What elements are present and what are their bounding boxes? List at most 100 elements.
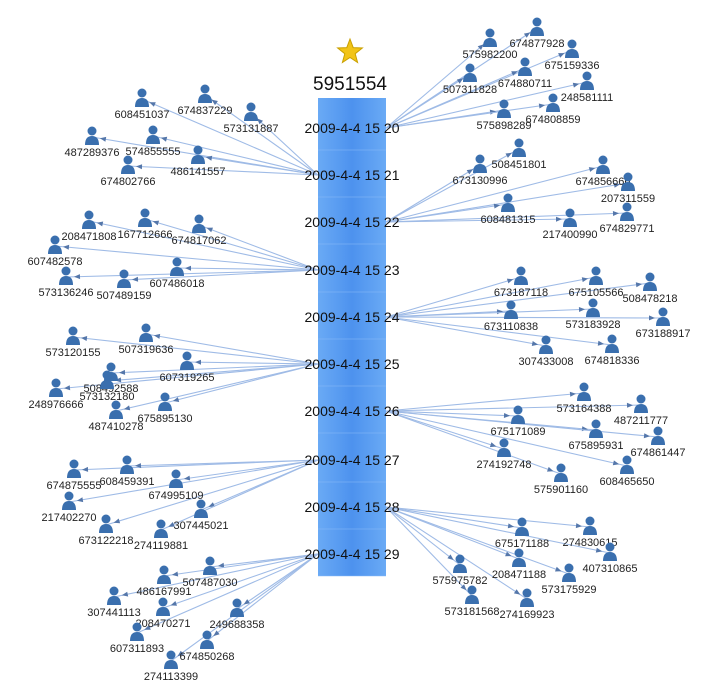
user-node[interactable]: 607482578 xyxy=(27,235,83,269)
user-node[interactable]: 208471808 xyxy=(61,210,117,244)
user-node[interactable]: 248976666 xyxy=(28,378,84,412)
user-node[interactable]: 675895931 xyxy=(568,419,624,453)
user-node[interactable]: 675171188 xyxy=(495,517,549,551)
user-node[interactable]: 674808859 xyxy=(525,93,581,127)
edge-arrow xyxy=(171,571,179,577)
user-node[interactable]: 573175929 xyxy=(541,563,597,597)
user-node[interactable]: 507319636 xyxy=(118,323,174,357)
edges-layer xyxy=(54,27,664,662)
user-node[interactable]: 217402270 xyxy=(41,491,97,525)
user-node[interactable]: 673187118 xyxy=(494,266,548,300)
user-node[interactable]: 674818336 xyxy=(584,334,640,368)
edge-arrow xyxy=(217,562,225,568)
user-node[interactable]: 674995109 xyxy=(148,469,204,503)
user-node[interactable]: 508451801 xyxy=(491,138,547,172)
user-id-label: 607486018 xyxy=(149,278,204,290)
retweet-edge xyxy=(385,282,651,318)
edge-arrow xyxy=(612,211,619,216)
edge-arrow xyxy=(572,82,580,88)
user-node[interactable]: 674850268 xyxy=(179,630,235,664)
user-node[interactable]: 675105566 xyxy=(568,266,624,300)
user-node[interactable]: 486167991 xyxy=(136,565,192,599)
user-node[interactable]: 573181568 xyxy=(444,585,500,619)
retweet-edge xyxy=(385,392,585,412)
user-node[interactable]: 674861447 xyxy=(630,426,686,460)
user-node[interactable]: 274169923 xyxy=(499,588,555,622)
user-node[interactable]: 307445021 xyxy=(173,499,229,533)
user-node[interactable]: 675171089 xyxy=(490,405,546,439)
user-node[interactable]: 167712666 xyxy=(117,208,173,242)
user-node[interactable]: 674829771 xyxy=(599,202,655,236)
person-icon xyxy=(603,542,617,561)
user-node[interactable]: 573132180 xyxy=(79,370,135,404)
edge-arrow xyxy=(135,463,142,469)
user-node[interactable]: 249688358 xyxy=(209,598,265,632)
user-node[interactable]: 674817062 xyxy=(171,214,227,248)
user-node[interactable]: 274119881 xyxy=(134,519,188,553)
user-node[interactable]: 573136246 xyxy=(38,266,94,300)
user-node[interactable]: 675895130 xyxy=(137,392,193,426)
user-node[interactable]: 487211777 xyxy=(614,394,668,428)
user-node[interactable]: 507487030 xyxy=(182,556,238,590)
root-post-id: 5951554 xyxy=(313,74,387,95)
user-node[interactable]: 608459391 xyxy=(99,455,155,489)
person-icon xyxy=(546,93,560,112)
user-node[interactable]: 208470271 xyxy=(135,597,191,631)
user-node[interactable]: 673122218 xyxy=(78,514,134,548)
user-node[interactable]: 573183928 xyxy=(565,298,621,332)
user-node[interactable]: 674802766 xyxy=(100,155,156,189)
edge-arrow xyxy=(513,589,521,595)
user-node[interactable]: 674880711 xyxy=(498,57,552,91)
user-node[interactable]: 508478218 xyxy=(622,272,678,306)
edge-arrow xyxy=(581,277,589,283)
user-node[interactable]: 207311559 xyxy=(601,172,655,206)
retweet-edge xyxy=(385,506,528,600)
user-node[interactable]: 248581111 xyxy=(561,71,614,105)
user-node[interactable]: 575982200 xyxy=(462,28,518,62)
person-icon xyxy=(512,548,526,567)
user-node[interactable]: 575975782 xyxy=(432,554,488,588)
retweet-edge xyxy=(144,218,319,271)
user-node[interactable]: 487289376 xyxy=(64,126,120,160)
user-id-label: 675159336 xyxy=(544,60,599,72)
user-node[interactable]: 674875555 xyxy=(46,459,102,493)
user-node[interactable]: 674856666 xyxy=(575,155,631,189)
retweet-edge xyxy=(385,276,597,318)
user-node[interactable]: 608481315 xyxy=(480,193,536,227)
user-node[interactable]: 487410278 xyxy=(88,400,144,434)
user-id-label: 217402270 xyxy=(41,512,96,524)
user-node[interactable]: 573164388 xyxy=(556,382,612,416)
user-node[interactable]: 507311828 xyxy=(443,63,497,97)
user-node[interactable]: 607319265 xyxy=(159,351,215,385)
user-node[interactable]: 575901160 xyxy=(534,463,588,497)
person-icon xyxy=(109,400,123,419)
user-id-label: 607319265 xyxy=(159,372,214,384)
user-node[interactable]: 674837229 xyxy=(177,84,233,118)
user-node[interactable]: 674877928 xyxy=(509,17,565,51)
user-node[interactable]: 607486018 xyxy=(149,257,205,291)
user-node[interactable]: 575898289 xyxy=(476,99,532,133)
user-node[interactable]: 607311893 xyxy=(110,622,164,656)
user-node[interactable]: 486141557 xyxy=(170,145,226,179)
user-node[interactable]: 274192748 xyxy=(476,438,532,472)
user-node[interactable]: 573120155 xyxy=(45,326,101,360)
user-node[interactable]: 673130996 xyxy=(452,154,508,188)
user-node[interactable]: 307441113 xyxy=(87,586,141,620)
user-node[interactable]: 274113399 xyxy=(144,650,198,684)
user-node[interactable]: 574855555 xyxy=(125,125,181,159)
user-node[interactable]: 507489159 xyxy=(96,269,152,303)
edge-arrow xyxy=(523,32,531,38)
user-node[interactable]: 307433008 xyxy=(518,335,574,369)
user-node[interactable]: 407310865 xyxy=(582,542,638,576)
user-node[interactable]: 573131887 xyxy=(223,102,279,136)
user-node[interactable]: 208471188 xyxy=(492,548,546,582)
user-node[interactable]: 608465650 xyxy=(599,455,655,489)
edge-arrow xyxy=(144,625,151,630)
user-node[interactable]: 608451037 xyxy=(114,88,170,122)
user-node[interactable]: 673188917 xyxy=(635,307,691,341)
retweet-edge xyxy=(136,553,319,634)
user-node[interactable]: 217400990 xyxy=(542,208,598,242)
user-node[interactable]: 673110838 xyxy=(484,300,538,334)
user-node[interactable]: 675159336 xyxy=(544,39,600,73)
user-node[interactable]: 274830615 xyxy=(562,516,618,550)
